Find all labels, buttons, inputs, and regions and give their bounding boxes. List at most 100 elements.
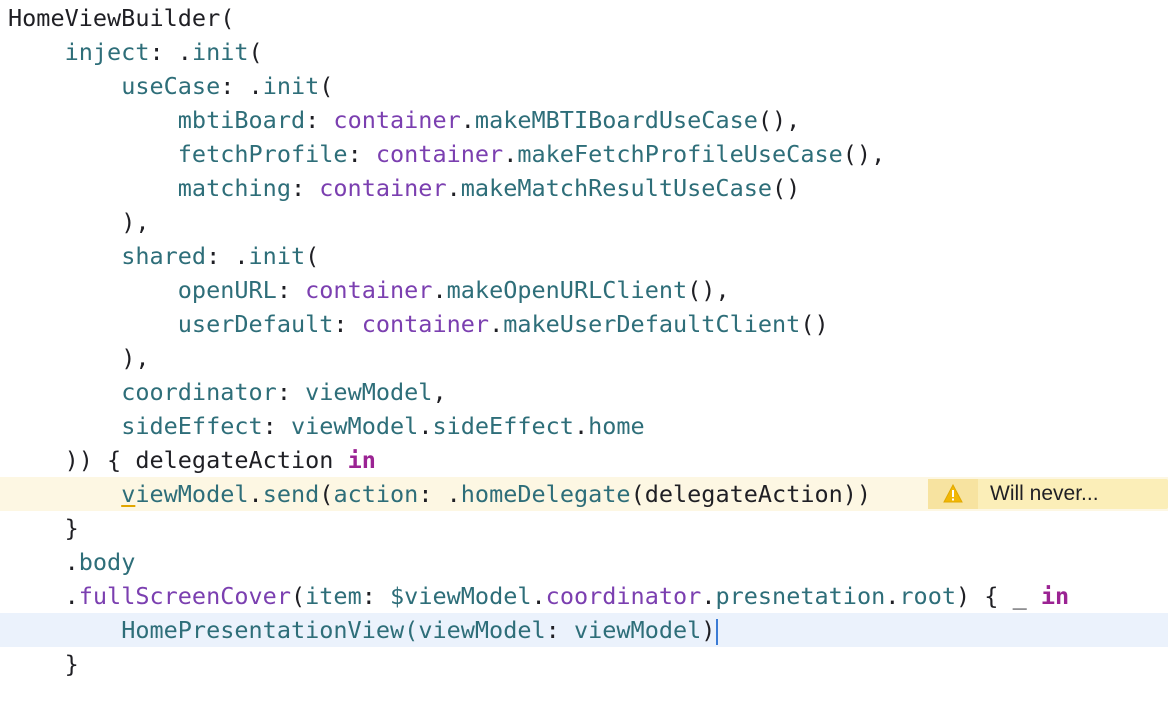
code-token: ) { _ <box>956 582 1041 610</box>
code-token: . <box>446 174 461 202</box>
code-token: ), <box>121 208 150 236</box>
code-line[interactable]: mbtiBoard: container.makeMBTIBoardUseCas… <box>0 103 1168 137</box>
code-line[interactable]: inject: .init( <box>0 35 1168 69</box>
code-token <box>8 140 178 168</box>
code-token: . <box>248 480 263 508</box>
warning-badge[interactable]: Will never... <box>928 479 1168 509</box>
code-token: inject <box>64 38 150 66</box>
code-text: openURL: container.makeOpenURLClient(), <box>8 273 730 307</box>
code-token: . <box>573 412 589 440</box>
code-token: ( <box>319 72 334 100</box>
code-text: matching: container.makeMatchResultUseCa… <box>8 171 801 205</box>
code-token: viewModel <box>290 412 419 440</box>
code-token: : <box>305 106 334 134</box>
code-token: } <box>64 514 79 542</box>
warning-triangle-icon <box>928 479 978 509</box>
code-token: . <box>64 548 79 576</box>
code-line[interactable]: matching: container.makeMatchResultUseCa… <box>0 171 1168 205</box>
code-line[interactable]: shared: .init( <box>0 239 1168 273</box>
code-token: : <box>347 140 376 168</box>
warning-message: Will never... <box>990 482 1099 505</box>
code-token: iewModel <box>135 480 249 508</box>
code-token: container <box>305 276 433 304</box>
code-line[interactable]: )) { delegateAction in <box>0 443 1168 477</box>
code-token: container <box>333 106 461 134</box>
code-token <box>8 650 65 678</box>
code-token <box>8 378 121 406</box>
code-token: HomeViewBuilder( <box>8 4 235 32</box>
code-token: userDefault <box>177 310 334 338</box>
text-cursor <box>716 618 719 645</box>
code-token: : <box>262 412 291 440</box>
code-token <box>8 582 65 610</box>
code-token: in <box>347 446 376 474</box>
code-token: send <box>262 480 320 508</box>
code-line[interactable]: HomeViewBuilder( <box>0 1 1168 35</box>
code-token: . <box>885 582 900 610</box>
code-token: . <box>489 310 504 338</box>
code-token: (), <box>842 140 886 168</box>
code-token <box>8 616 121 644</box>
code-token <box>8 514 65 542</box>
code-line[interactable]: coordinator: viewModel, <box>0 375 1168 409</box>
code-token: ( <box>248 38 263 66</box>
code-token: , <box>432 378 447 406</box>
code-line[interactable]: .fullScreenCover(item: $viewModel.coordi… <box>0 579 1168 613</box>
code-token <box>8 548 65 576</box>
code-token: sideEffect <box>432 412 574 440</box>
code-text: fetchProfile: container.makeFetchProfile… <box>8 137 885 171</box>
code-line[interactable]: ), <box>0 205 1168 239</box>
code-text: HomePresentationView(viewModel: viewMode… <box>8 613 715 647</box>
code-text: coordinator: viewModel, <box>8 375 447 409</box>
code-line[interactable]: fetchProfile: container.makeFetchProfile… <box>0 137 1168 171</box>
code-token: openURL <box>177 276 277 304</box>
code-line[interactable]: } <box>0 647 1168 681</box>
code-token: : . <box>418 480 461 508</box>
code-token: () <box>772 174 801 202</box>
code-line[interactable]: sideEffect: viewModel.sideEffect.home <box>0 409 1168 443</box>
code-line[interactable]: ), <box>0 341 1168 375</box>
code-token <box>8 310 178 338</box>
code-token: makeMBTIBoardUseCase <box>474 106 758 134</box>
code-token: : <box>361 582 391 610</box>
code-token: makeFetchProfileUseCase <box>517 140 843 168</box>
code-token: HomePresentationView( <box>121 616 419 644</box>
code-token: init <box>191 38 249 66</box>
code-text: shared: .init( <box>8 239 319 273</box>
code-token: container <box>375 140 504 168</box>
code-token: ( <box>305 242 320 270</box>
code-token: $viewModel <box>390 582 532 610</box>
code-token: : <box>290 174 320 202</box>
code-line[interactable]: viewModel.send(action: .homeDelegate(del… <box>0 477 1168 511</box>
code-token: container <box>361 310 490 338</box>
code-token: mbtiBoard <box>177 106 306 134</box>
code-token: makeMatchResultUseCase <box>460 174 773 202</box>
code-token <box>8 344 121 372</box>
code-text: .fullScreenCover(item: $viewModel.coordi… <box>8 579 1070 613</box>
code-text: viewModel.send(action: .homeDelegate(del… <box>8 477 871 511</box>
code-token: : . <box>149 38 192 66</box>
code-line[interactable]: HomePresentationView(viewModel: viewMode… <box>0 613 1168 647</box>
code-token: . <box>701 582 716 610</box>
code-line[interactable]: useCase: .init( <box>0 69 1168 103</box>
code-token: . <box>531 582 546 610</box>
code-text: } <box>8 511 79 545</box>
code-token <box>8 412 121 440</box>
code-token: viewModel <box>305 378 433 406</box>
code-line[interactable]: .body <box>0 545 1168 579</box>
code-token: sideEffect <box>121 412 263 440</box>
code-text: mbtiBoard: container.makeMBTIBoardUseCas… <box>8 103 801 137</box>
code-token: v <box>121 480 136 508</box>
code-token: init <box>248 242 306 270</box>
code-token <box>8 38 65 66</box>
code-line[interactable]: } <box>0 511 1168 545</box>
code-token: : <box>276 276 306 304</box>
code-line[interactable]: openURL: container.makeOpenURLClient(), <box>0 273 1168 307</box>
code-token <box>8 208 121 236</box>
code-text: ), <box>8 205 149 239</box>
code-token <box>8 276 178 304</box>
code-token: : . <box>220 72 263 100</box>
code-line[interactable]: userDefault: container.makeUserDefaultCl… <box>0 307 1168 341</box>
code-token: : <box>333 310 362 338</box>
